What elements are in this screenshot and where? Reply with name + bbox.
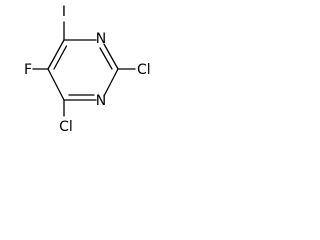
atom-nitrogen-top-label: N <box>96 31 106 47</box>
bond-c2-n3 <box>103 43 119 70</box>
atom-chlorine-right-label: Cl <box>137 62 151 78</box>
atom-iodine-label: I <box>62 4 66 20</box>
atom-chlorine-bottom-label: Cl <box>59 119 73 135</box>
bond-c5-c6 <box>47 68 65 101</box>
atom-nitrogen-bottom-label: N <box>96 93 106 109</box>
bond-n1-c2 <box>103 68 119 97</box>
bond-c4-c5 <box>47 39 65 70</box>
molecule-structure: I F N N Cl Cl <box>24 4 151 135</box>
bond-c2-n3-double <box>99 47 113 70</box>
atom-labels: I F N N Cl Cl <box>24 4 151 135</box>
substituent-bonds <box>32 21 136 117</box>
ring-bonds <box>47 39 119 101</box>
bond-c4-c5-double <box>53 45 68 70</box>
atom-fluorine-label: F <box>24 62 32 78</box>
